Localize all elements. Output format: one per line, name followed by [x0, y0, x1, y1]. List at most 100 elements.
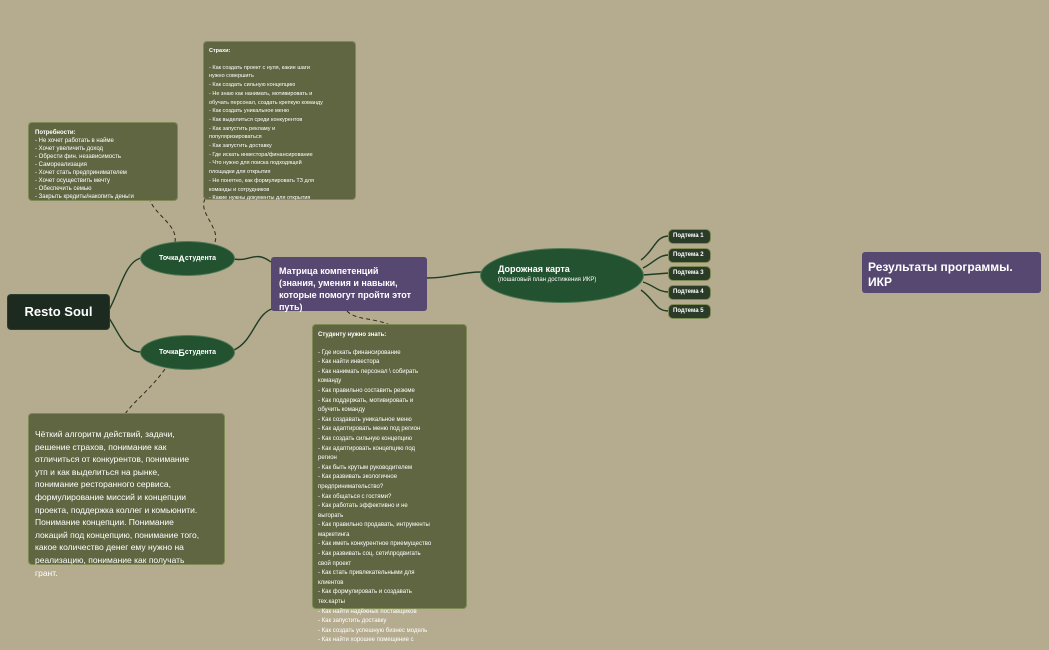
knowledge-item: свой проект [318, 560, 352, 567]
knowledge-item: - Как найти инвестора [318, 359, 380, 366]
knowledge-item: - Где искать финансирование [318, 349, 401, 356]
knowledge-item: - Как найти надёжных поставщиков [318, 608, 417, 615]
knowledge-item: - Как правильно составить резюме [318, 387, 415, 394]
point-b-student-node[interactable]: Точка Б студента [141, 336, 234, 369]
point-b-prefix: Точка [159, 349, 179, 356]
link-roadmap-to-topic-2 [642, 254, 670, 269]
point-a-prefix: Точка [158, 255, 179, 262]
competency-matrix-node[interactable]: Матрица компетенций (знания, умения и на… [271, 257, 427, 312]
point-a-letter: А [178, 253, 185, 264]
fears-item: - Как создать проект с нуля, какие шаги [209, 64, 310, 71]
fears-item: - Какие нужны документы для открытия [209, 195, 311, 202]
algorithm-line: Понимание концепции. Понимание [35, 517, 174, 528]
fears-item: - Что нужно для поиска подходящей [209, 160, 302, 167]
needs-note[interactable]: Потребности: - Не хочет работать в найме… [29, 123, 177, 200]
fears-item: - Не понятно, как формулировать ТЗ для [209, 177, 314, 184]
link-matrix-to-roadmap [426, 271, 482, 279]
needs-item: - Обрести фин. независимость [35, 154, 121, 160]
link-central-to-point-a [108, 257, 142, 311]
link-roadmap-to-topic-1 [640, 235, 670, 261]
dashed-link-point-a-to-needs [149, 199, 176, 243]
needs-item: - Не хочет работать в найме [35, 138, 114, 144]
point-a-suffix: студента [184, 255, 216, 262]
point-b-letter: Б [178, 347, 185, 358]
link-central-to-point-b [108, 317, 142, 353]
knowledge-item: - Как правильно продавать, интрументы [318, 522, 430, 529]
subtopic-3[interactable]: Подтема 3 [669, 267, 710, 280]
knowledge-item: - Как создать сильную концепцию [318, 435, 413, 442]
algorithm-note[interactable]: Чёткий алгоритм действий, задачи, решени… [29, 414, 224, 578]
fears-item: - Как выделиться среди конкурентов [209, 116, 303, 123]
roadmap-node[interactable]: Дорожная карта (пошаговый план достижени… [481, 249, 643, 302]
algorithm-line: утп и как выделиться на рынке, [35, 466, 160, 477]
algorithm-line: формулирование миссий и концепции [35, 491, 187, 502]
knowledge-item: маркетинга [318, 531, 350, 538]
knowledge-item: - Как работать эффективно и не [318, 503, 408, 510]
fears-title: Страхи: [209, 48, 231, 54]
algorithm-line: проекта, поддержка коллег и комьюнити. [35, 504, 198, 515]
algorithm-line: грант. [35, 567, 58, 578]
knowledge-item: обучить команду [318, 407, 365, 414]
point-a-student-node[interactable]: Точка А студента [141, 242, 234, 275]
knowledge-item: команду [318, 378, 342, 385]
knowledge-item: - Как найти хорошее помещение с [318, 637, 414, 644]
central-topic-resto-soul[interactable]: Resto Soul [8, 295, 109, 329]
knowledge-item: - Как быть крутым руководителем [318, 464, 413, 471]
link-roadmap-to-topic-3 [642, 272, 670, 276]
fears-item: обучать персонал, создать крепкую команд… [209, 99, 323, 106]
subtopic-2[interactable]: Подтема 2 [669, 249, 710, 262]
link-roadmap-to-topic-5 [640, 289, 670, 312]
needs-item: - Самореализация [35, 162, 87, 168]
knowledge-item: - Как создать успешную бизнес модель [318, 627, 428, 634]
link-point-b-to-matrix [233, 307, 276, 351]
roadmap-title: Дорожная карта [498, 264, 570, 274]
knowledge-item: тех.карты [318, 599, 345, 606]
algorithm-line: решение страхов, понимание как [35, 441, 167, 452]
knowledge-item: - Как развивать экологичное [318, 474, 398, 481]
fears-item: популяризироваться [209, 134, 262, 141]
matrix-line: (знания, умения и навыки, [279, 278, 398, 288]
subtopic-1[interactable]: Подтема 1 [669, 230, 710, 243]
program-results-node[interactable]: Результаты программы. ИКР [862, 252, 1041, 293]
algorithm-line: локаций под концепцию, понимание того, [35, 529, 200, 540]
results-line: ИКР [868, 275, 892, 289]
needs-title: Потребности: [35, 130, 76, 136]
knowledge-item: - Как адаптировать концепцию под [318, 445, 416, 452]
fears-item: - Не знаю как нанимать, мотивировать и [209, 90, 313, 97]
knowledge-item: - Как формулировать и создавать [318, 589, 412, 596]
knowledge-item: клиентов [318, 579, 344, 586]
fears-item: - Где искать инвестора/финансирование [209, 151, 313, 158]
dashed-link-matrix-to-knowledge [346, 310, 391, 326]
subtopic-4[interactable]: Подтема 4 [669, 286, 710, 299]
knowledge-item: предпринимательство? [318, 483, 384, 490]
matrix-line: Матрица компетенций [279, 266, 379, 276]
algorithm-line: какое количество денег ему нужно на [35, 542, 184, 553]
knowledge-item: - Как стать привлекательными для [318, 570, 415, 577]
fears-item: - Как создать сильную концепцию [209, 82, 296, 89]
results-line: Результаты программы. [868, 260, 1013, 274]
knowledge-item: - Как запустить доставку [318, 618, 387, 625]
knowledge-item: - Как создавать уникальное меню [318, 416, 412, 423]
point-b-suffix: студента [184, 349, 216, 356]
matrix-line: которые помогут пройти этот [279, 290, 411, 300]
knowledge-item: - Как иметь конкурентное приемущество [318, 541, 432, 548]
needs-item: - Обеспечить семью [35, 186, 92, 192]
fears-note[interactable]: Страхи: - Как создать проект с нуля, как… [204, 42, 355, 201]
algorithm-line: Чёткий алгоритм действий, задачи, [35, 429, 175, 439]
knowledge-item: выгорать [318, 512, 344, 519]
algorithm-line: понимание ресторанного сервиса, [35, 479, 171, 490]
link-point-a-to-matrix [233, 255, 272, 263]
fears-item: площадки для открытия [209, 169, 271, 176]
fears-item: - Как запустить доставку [209, 143, 272, 150]
dashed-link-point-b-to-algorithm [124, 368, 166, 415]
fears-item: нужно совершить [209, 73, 254, 80]
subtopic-5[interactable]: Подтема 5 [669, 305, 710, 318]
roadmap-subtitle: (пошаговый план достижения ИКР) [498, 277, 597, 283]
student-knowledge-note[interactable]: Студенту нужно знать: - Где искать финан… [313, 325, 466, 643]
fears-item: - Как запустить рекламу и [209, 125, 276, 132]
algorithm-line: реализацию, понимание как получать [35, 554, 185, 565]
knowledge-item: - Как адаптировать меню под регион [318, 426, 421, 433]
link-roadmap-to-topic-4 [642, 281, 670, 293]
